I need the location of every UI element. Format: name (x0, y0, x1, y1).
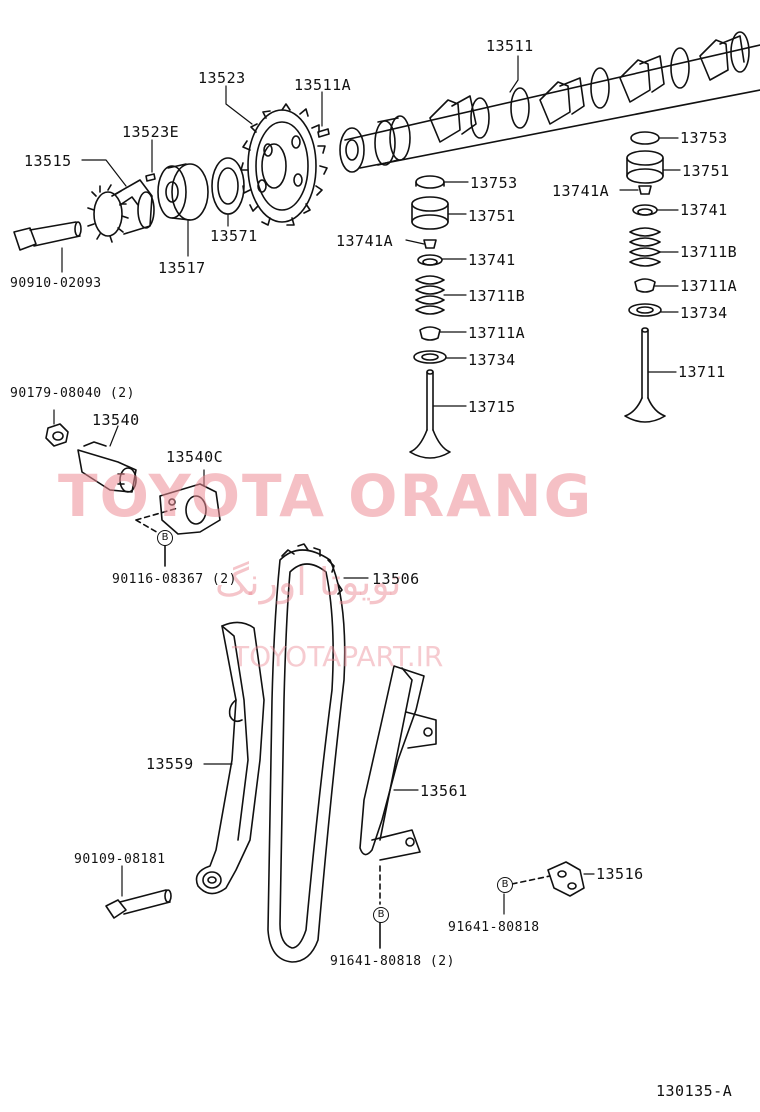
part-label-13741-left: 13741 (468, 251, 516, 269)
chain-guide-left (195, 621, 265, 895)
part-label-13523: 13523 (198, 69, 246, 87)
part-label-13741A-left: 13741A (336, 232, 394, 250)
part-label-13751-right: 13751 (682, 162, 730, 180)
valve-stack-left (409, 175, 451, 459)
b-marker: B (497, 877, 513, 893)
part-label-13715: 13715 (468, 398, 516, 416)
part-label-13741A-right: 13741A (552, 182, 610, 200)
part-label-90910-02093: 90910-02093 (10, 276, 102, 291)
part-label-13561: 13561 (420, 782, 468, 800)
cam-sprocket (240, 103, 328, 226)
part-label-13711A-left: 13711A (468, 324, 526, 342)
oil-nozzle-bracket (547, 861, 585, 897)
watermark-persian: تویوتا اورنگ (215, 560, 402, 604)
thrust-plate (211, 157, 245, 215)
part-label-90179-08040: 90179-08040 (2) (10, 386, 135, 401)
tensioner-gasket (159, 483, 221, 535)
part-label-13734-left: 13734 (468, 351, 516, 369)
diagram-code: 130135-A (656, 1082, 733, 1100)
watermark-url: TOYOTAPART.IR (232, 640, 444, 673)
part-label-13515: 13515 (24, 152, 72, 170)
part-label-13741-right: 13741 (680, 201, 728, 219)
part-label-91641-80818-2: 91641-80818 (2) (330, 954, 455, 969)
part-label-90109-08181: 90109-08181 (74, 852, 166, 867)
leader-lines (53, 55, 681, 915)
part-label-13517: 13517 (158, 259, 206, 277)
dashed-guide (135, 507, 179, 535)
pin-13523E (145, 173, 156, 182)
part-label-13753-left: 13753 (470, 174, 518, 192)
part-label-13511: 13511 (486, 37, 534, 55)
part-label-91641-80818: 91641-80818 (448, 920, 540, 935)
part-label-13540C: 13540C (166, 448, 224, 466)
part-label-13540: 13540 (92, 411, 140, 429)
drive-gear (87, 179, 155, 243)
part-label-13711: 13711 (678, 363, 726, 381)
part-label-13523E: 13523E (122, 123, 180, 141)
valve-stack-right (624, 131, 666, 423)
chain-tensioner (45, 423, 137, 493)
part-label-13751-left: 13751 (468, 207, 516, 225)
knock-pin (317, 128, 330, 138)
part-label-13571: 13571 (210, 227, 258, 245)
chain-guide-right (359, 665, 437, 861)
gear (157, 163, 209, 221)
part-label-13511A: 13511A (294, 76, 352, 94)
part-label-13711B-left: 13711B (468, 287, 526, 305)
timing-chain (267, 543, 346, 963)
bolt-90910 (13, 221, 82, 251)
part-label-90116-08367: 90116-08367 (2) (112, 572, 237, 587)
part-label-13506: 13506 (372, 570, 420, 588)
watermark-title: TOYOTA ORANG (58, 462, 594, 530)
camshaft (339, 31, 760, 173)
part-label-13734-right: 13734 (680, 304, 728, 322)
part-label-13711A-right: 13711A (680, 277, 738, 295)
part-label-13516: 13516 (596, 865, 644, 883)
b-marker: B (157, 530, 173, 546)
part-label-13559: 13559 (146, 755, 194, 773)
bolt-90109 (105, 889, 172, 919)
part-label-13753-right: 13753 (680, 129, 728, 147)
part-label-13711B-right: 13711B (680, 243, 738, 261)
b-marker: B (373, 907, 389, 923)
